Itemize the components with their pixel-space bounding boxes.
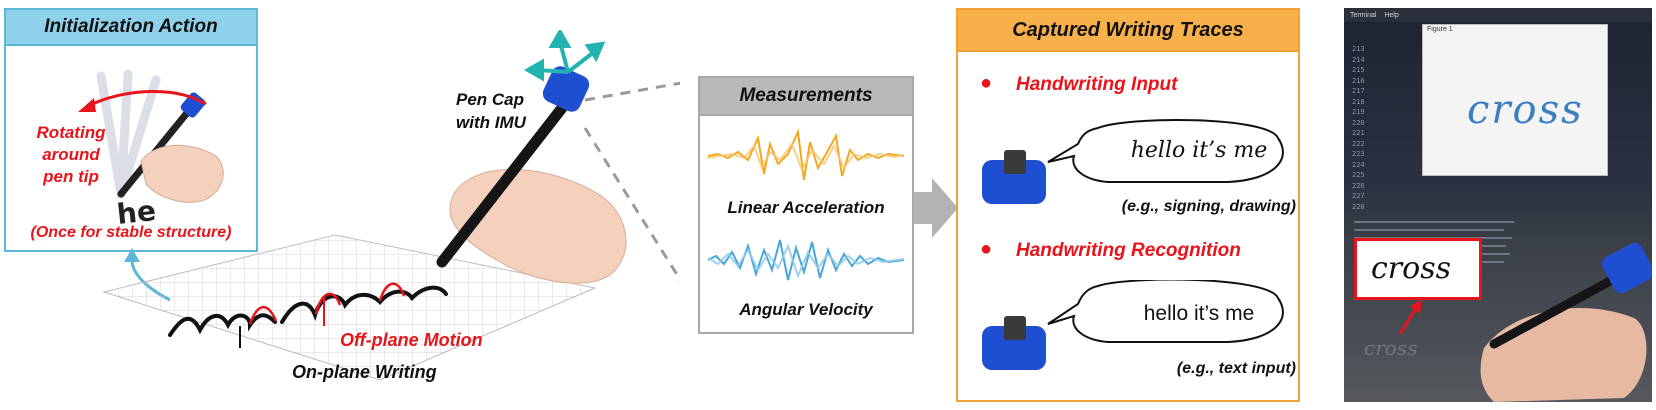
figure-window: Figure 1 cross [1422, 24, 1608, 176]
line-number: 222 [1352, 139, 1365, 148]
recognition-bubble-text: hello it’s me [1143, 302, 1255, 325]
pen-label-line-2: with IMU [456, 113, 526, 132]
initialization-title: Initialization Action [6, 10, 256, 46]
rotation-illustration: he [78, 69, 224, 231]
line-number: 217 [1352, 87, 1365, 95]
line-number: 224 [1352, 160, 1365, 169]
velocity-label: Angular Velocity [739, 300, 873, 319]
line-number: 227 [1352, 192, 1365, 200]
handwriting-input-title: Handwriting Input [1016, 74, 1178, 95]
rotate-line-1: Rotating [36, 123, 106, 142]
pen-body [436, 102, 568, 268]
recognition-example: (e.g., text input) [1176, 360, 1296, 377]
ide-menu-bar: Terminal Help [1344, 8, 1652, 22]
pen-cap [542, 66, 590, 112]
bullet-icon: ● [980, 238, 993, 260]
grid-paper [102, 234, 597, 381]
rotate-line-3: pen tip [43, 167, 99, 186]
init-writing-word: he [115, 194, 157, 231]
input-device-bubble [982, 119, 1284, 204]
recognition-device-bubble [982, 280, 1284, 370]
measurements-panel: Measurements Linear Acceleration Angular… [698, 76, 914, 334]
pen-label-line-1: Pen Cap [456, 90, 525, 109]
line-number: 228 [1352, 202, 1365, 211]
line-number: 226 [1352, 181, 1365, 190]
line-number: 219 [1352, 108, 1365, 116]
measurements-title: Measurements [700, 78, 912, 116]
writing-scene [102, 30, 680, 381]
bullet-icon: ● [980, 72, 993, 94]
once-note: (Once for stable structure) [30, 224, 232, 241]
figure-title: Figure 1 [1427, 26, 1453, 33]
line-number: 214 [1352, 55, 1365, 64]
pen-cap-label: Pen Cap with IMU [456, 88, 566, 134]
pointer-arrow [1398, 300, 1422, 335]
rotate-line-2: around [42, 145, 100, 164]
line-number: 213 [1352, 45, 1365, 53]
line-number: 223 [1352, 150, 1365, 158]
captured-panel: Captured Writing Traces ● Handwriting In… [956, 8, 1300, 402]
line-number: 220 [1352, 118, 1365, 127]
rotate-label: Rotating around pen tip [26, 122, 116, 188]
flow-arrow [914, 178, 958, 238]
acceleration-label: Linear Acceleration [727, 198, 885, 217]
handwriting-recognition-title: Handwriting Recognition [1016, 240, 1241, 261]
input-example: (e.g., signing, drawing) [1121, 198, 1296, 215]
initialization-panel: Initialization Action he Rotating around… [4, 8, 258, 252]
line-number: 218 [1352, 97, 1365, 106]
captured-title: Captured Writing Traces [958, 10, 1298, 52]
velocity-signal [708, 239, 904, 281]
off-plane-label: Off-plane Motion [340, 330, 483, 350]
line-number: 225 [1352, 171, 1365, 179]
screen-word: cross [1467, 87, 1584, 133]
demo-photo: Terminal Help 213 214 215 216 217 218 21… [1344, 8, 1652, 402]
handwritten-card: cross [1354, 238, 1482, 300]
imu-axes [523, 30, 606, 82]
line-number: 215 [1352, 66, 1365, 74]
line-number: 221 [1352, 129, 1365, 137]
faint-trace: cross [1364, 336, 1418, 360]
line-numbers: 213 214 215 216 217 218 219 220 221 222 … [1352, 44, 1376, 212]
line-number: 216 [1352, 76, 1365, 85]
ide-tab-2: Help [1384, 11, 1399, 19]
input-bubble-text: hello it’s me [1130, 138, 1268, 163]
card-word: cross [1371, 251, 1451, 286]
on-plane-label: On-plane Writing [292, 362, 437, 382]
ide-tab-1: Terminal [1350, 11, 1377, 19]
photo-hand-pen [1480, 242, 1652, 402]
acceleration-signal [708, 128, 904, 181]
